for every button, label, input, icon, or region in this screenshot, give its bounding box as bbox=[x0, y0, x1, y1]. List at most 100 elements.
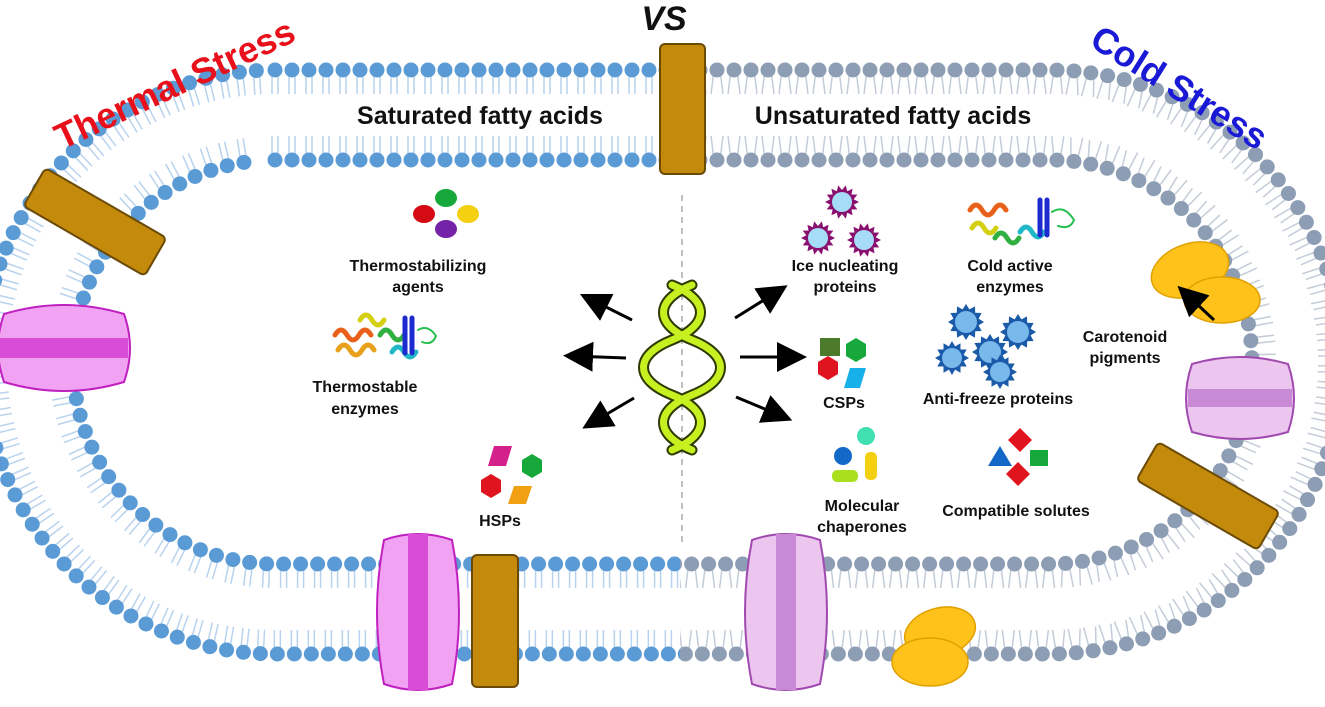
lipid-head bbox=[89, 259, 105, 275]
lipid-head bbox=[138, 616, 154, 632]
lipid-head bbox=[830, 646, 846, 662]
lipid-head bbox=[592, 646, 608, 662]
unsaturated-fatty-acids-label: Unsaturated fatty acids bbox=[755, 102, 1031, 130]
lipid-head bbox=[1306, 229, 1322, 245]
hsps-label: HSPs bbox=[479, 513, 521, 530]
lipid-head bbox=[1118, 636, 1134, 652]
dna-helix bbox=[638, 279, 726, 456]
lipid-head bbox=[556, 62, 572, 78]
carotenoid-pigment-bottom bbox=[891, 606, 977, 687]
lipid-head bbox=[1173, 201, 1189, 217]
lipid-head bbox=[1300, 492, 1316, 508]
compatible-solutes-label: Compatible solutes bbox=[942, 503, 1090, 520]
lipid-head bbox=[1074, 553, 1090, 569]
lipid-head bbox=[522, 152, 538, 168]
lipid-head bbox=[522, 62, 538, 78]
lipid-head bbox=[337, 646, 353, 662]
lipid-head bbox=[1138, 531, 1154, 547]
lipid-tail bbox=[1316, 396, 1325, 399]
lipid-head bbox=[488, 152, 504, 168]
lipid-head bbox=[701, 556, 717, 572]
lipid-head bbox=[134, 94, 150, 110]
lipid-head bbox=[524, 646, 540, 662]
barrel-protein-bottom-right bbox=[744, 533, 828, 691]
anti-freeze-icon bbox=[935, 304, 1036, 389]
carotenoid-label-2: pigments bbox=[1089, 350, 1160, 367]
lipid-head bbox=[609, 646, 625, 662]
lipid-head bbox=[1243, 333, 1259, 349]
lipid-tail bbox=[1314, 402, 1325, 406]
lipid-head bbox=[760, 62, 776, 78]
lipid-head bbox=[301, 152, 317, 168]
lipid-head bbox=[1051, 646, 1067, 662]
lipid-tail bbox=[1317, 370, 1325, 373]
spiky-particle-core bbox=[979, 341, 1001, 363]
lipid-head bbox=[34, 530, 50, 546]
lipid-head bbox=[1068, 645, 1084, 661]
lipid-head bbox=[760, 152, 776, 168]
lipid-head bbox=[45, 543, 61, 559]
lipid-head bbox=[641, 62, 657, 78]
lipid-head bbox=[320, 646, 336, 662]
lipid-head bbox=[5, 225, 21, 241]
csps-label: CSPs bbox=[823, 395, 865, 412]
lipid-head bbox=[1240, 316, 1256, 332]
lipid-head bbox=[947, 62, 963, 78]
lipid-head bbox=[811, 62, 827, 78]
arrow-to-thermostabilizing bbox=[579, 293, 633, 322]
lipid-head bbox=[284, 62, 300, 78]
lipid-head bbox=[471, 152, 487, 168]
lipid-head bbox=[680, 558, 683, 570]
lipid-head bbox=[1194, 105, 1210, 121]
lipid-head bbox=[1151, 625, 1167, 641]
lipid-head bbox=[505, 152, 521, 168]
lipid-head bbox=[1261, 547, 1277, 563]
lipid-head bbox=[558, 646, 574, 662]
lipid-head bbox=[896, 62, 912, 78]
spiky-particle-core bbox=[854, 230, 874, 250]
lipid-head bbox=[1000, 646, 1016, 662]
lipid-head bbox=[1208, 114, 1224, 130]
lipid-head bbox=[556, 152, 572, 168]
barrel-protein-bottom-left bbox=[376, 533, 460, 691]
chaperones-label-1: Molecular bbox=[825, 498, 900, 515]
lipid-head bbox=[1224, 582, 1240, 598]
lipid-head bbox=[318, 152, 334, 168]
lipid-head bbox=[135, 507, 151, 523]
lipid-head bbox=[122, 495, 138, 511]
lipid-head bbox=[352, 152, 368, 168]
lipid-head bbox=[837, 556, 853, 572]
lipid-head bbox=[1135, 631, 1151, 647]
spiky-particle-core bbox=[990, 362, 1010, 382]
lipid-head bbox=[13, 210, 29, 226]
lipid-head bbox=[53, 155, 69, 171]
anti-freeze-label: Anti-freeze proteins bbox=[923, 391, 1073, 408]
arrow-to-hsps bbox=[582, 396, 635, 429]
thermostable-enzyme-icon bbox=[332, 312, 438, 360]
lipid-head bbox=[811, 152, 827, 168]
spiky-particle-core bbox=[1007, 321, 1029, 343]
lipid-head bbox=[548, 556, 564, 572]
channel-protein-left bbox=[24, 168, 166, 276]
lipid-head bbox=[582, 556, 598, 572]
lipid-head bbox=[879, 62, 895, 78]
lipid-head bbox=[303, 646, 319, 662]
lipid-head bbox=[862, 62, 878, 78]
lipid-head bbox=[0, 274, 3, 286]
lipid-head bbox=[539, 152, 555, 168]
lipid-head bbox=[267, 152, 283, 168]
lipid-head bbox=[1015, 62, 1031, 78]
lipid-head bbox=[162, 527, 178, 543]
lipid-head bbox=[1280, 185, 1296, 201]
lipid-head bbox=[335, 62, 351, 78]
lipid-head bbox=[777, 152, 793, 168]
lipid-head bbox=[1248, 147, 1264, 163]
lipid-head bbox=[165, 80, 181, 96]
lipid-head bbox=[1307, 476, 1323, 492]
lipid-head bbox=[208, 547, 224, 563]
lipid-head bbox=[293, 556, 309, 572]
lipid-head bbox=[215, 67, 231, 83]
arrow-to-ice-nucleating bbox=[734, 285, 788, 320]
lipid-head bbox=[1102, 640, 1118, 656]
lipid-head bbox=[616, 556, 632, 572]
